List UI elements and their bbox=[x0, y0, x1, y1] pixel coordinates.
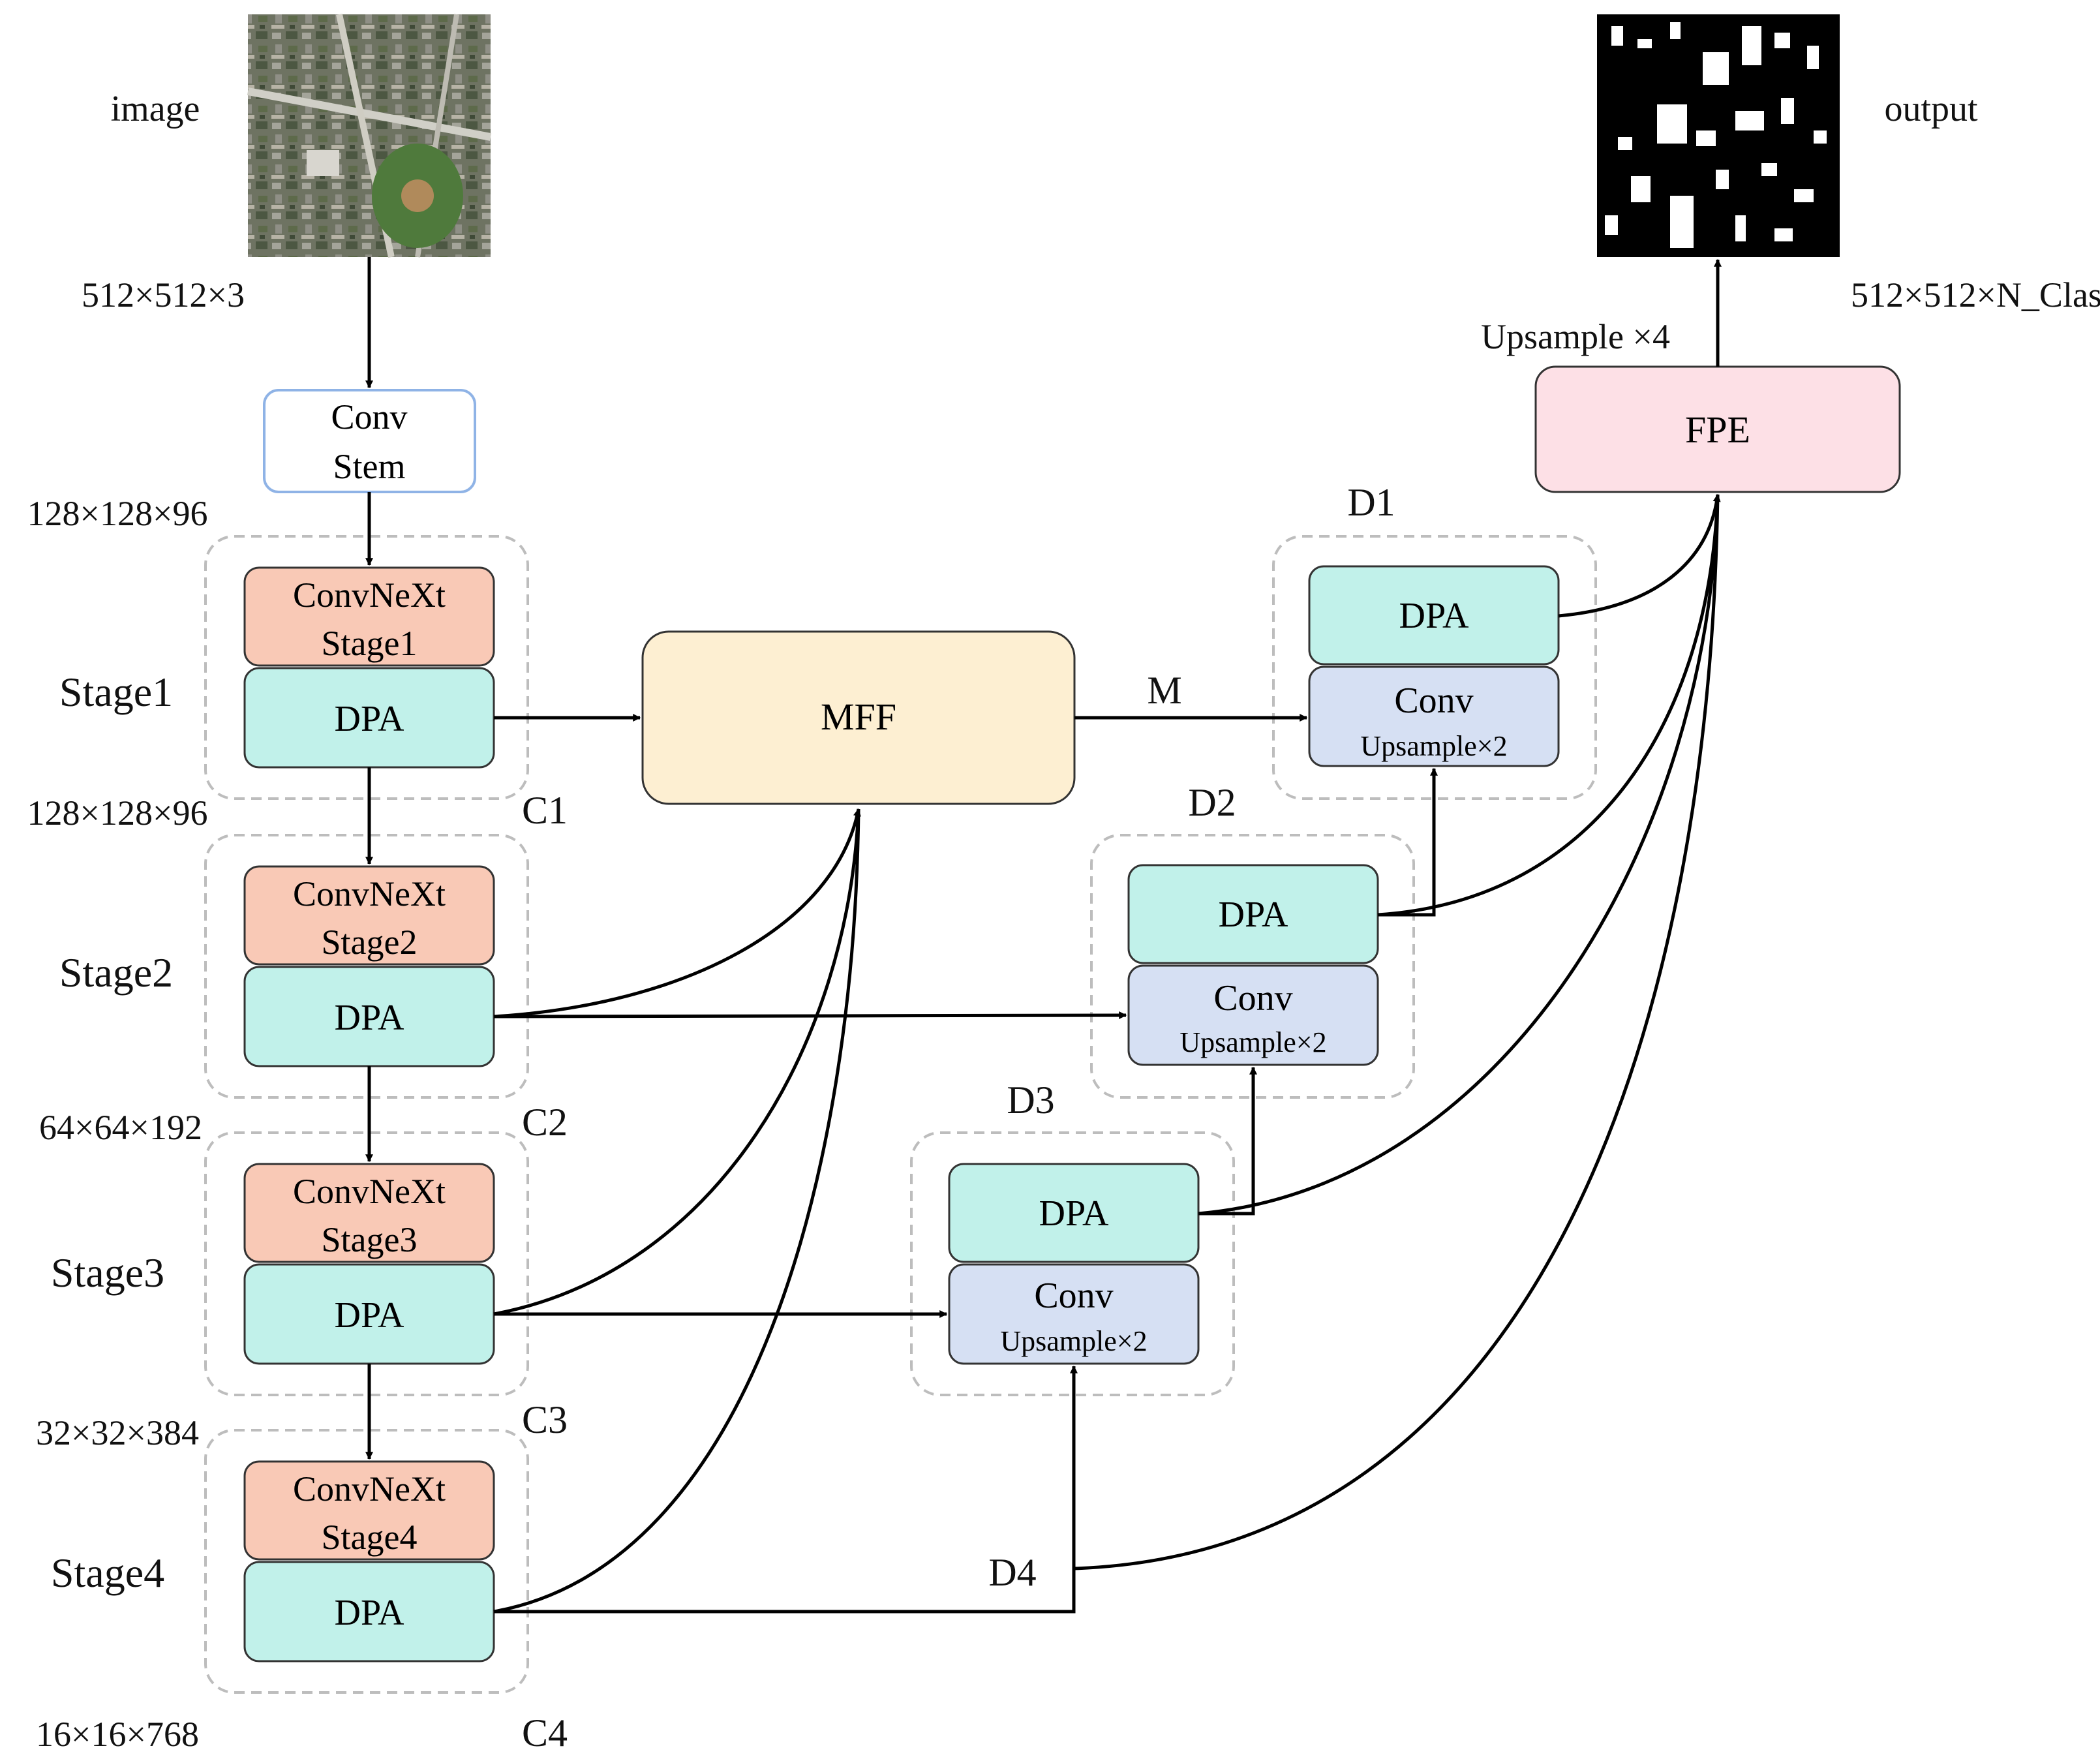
stage1-name: Stage1 bbox=[59, 669, 173, 715]
conv-stem-block: Conv Stem bbox=[263, 389, 476, 493]
connectors bbox=[365, 257, 1722, 1614]
fpe-label: FPE bbox=[1685, 408, 1750, 451]
arrow-c4-to-d3 bbox=[494, 1365, 1078, 1614]
c2-label: C2 bbox=[522, 1101, 568, 1144]
d3-label: D3 bbox=[1007, 1079, 1054, 1122]
d1-upsample-label: Upsample×2 bbox=[1360, 730, 1507, 762]
d1-dpa-label: DPA bbox=[1399, 596, 1469, 636]
convnext-stage1-line1: ConvNeXt bbox=[293, 575, 446, 615]
d3-group bbox=[910, 1131, 1235, 1396]
stage3-group bbox=[204, 1131, 529, 1396]
stage1-dim-label: 128×128×96 bbox=[27, 793, 208, 833]
convnext-stage2-line1: ConvNeXt bbox=[293, 874, 446, 913]
dpa-stage1-label: DPA bbox=[335, 699, 404, 739]
mff-label: MFF bbox=[821, 696, 896, 738]
convnext-stage3-line1: ConvNeXt bbox=[293, 1172, 446, 1211]
d2-label: D2 bbox=[1188, 781, 1236, 824]
curve-c3-to-mff bbox=[493, 808, 860, 1316]
convnext-stage4-line1: ConvNeXt bbox=[293, 1469, 446, 1508]
dpa-stage3-label: DPA bbox=[335, 1295, 404, 1336]
convnext-stage4-line2: Stage4 bbox=[322, 1518, 418, 1557]
stage2-name: Stage2 bbox=[59, 949, 173, 996]
convnext-stage3-block bbox=[243, 1163, 495, 1263]
convnext-stage4-block bbox=[243, 1460, 495, 1561]
d3-conv-label: Conv bbox=[1034, 1276, 1113, 1316]
arrow-d2-to-d1 bbox=[1378, 767, 1438, 917]
curve-d4-to-fpe bbox=[1073, 494, 1720, 1570]
d2-group bbox=[1090, 834, 1415, 1099]
stage3-dim-label: 32×32×384 bbox=[36, 1413, 199, 1452]
stage2-group bbox=[204, 834, 529, 1099]
output-label: output bbox=[1884, 89, 1978, 129]
curve-d3-to-fpe bbox=[1198, 494, 1720, 1216]
output-dim-label: 512×512×N_Class bbox=[1851, 275, 2100, 314]
conv-stem-line1: Conv bbox=[331, 397, 407, 436]
input-image bbox=[247, 13, 492, 258]
input-dim-label: 512×512×3 bbox=[82, 275, 245, 314]
convnext-stage1-line2: Stage1 bbox=[322, 624, 418, 663]
c3-label: C3 bbox=[522, 1398, 568, 1441]
m-label: M bbox=[1147, 669, 1181, 712]
input-label: image bbox=[111, 89, 200, 129]
d1-group bbox=[1272, 535, 1597, 800]
c1-label: C1 bbox=[522, 789, 568, 832]
c4-label: C4 bbox=[522, 1711, 568, 1754]
convnext-stage1-block bbox=[243, 566, 495, 667]
convnext-stage2-line2: Stage2 bbox=[322, 923, 418, 962]
curve-c2-to-mff bbox=[493, 808, 861, 1018]
stage4-group bbox=[204, 1429, 529, 1694]
output-mask bbox=[1597, 14, 1840, 257]
d2-upsample-label: Upsample×2 bbox=[1179, 1026, 1326, 1058]
conv-stem-line2: Stem bbox=[333, 447, 405, 486]
d1-conv-label: Conv bbox=[1394, 681, 1473, 721]
stage3-name: Stage3 bbox=[51, 1249, 164, 1296]
d3-conv-block bbox=[948, 1263, 1200, 1365]
arrow-c2-to-d2 bbox=[493, 1011, 1127, 1020]
fpe-upsample-label: Upsample ×4 bbox=[1481, 317, 1670, 356]
d3-upsample-label: Upsample×2 bbox=[1000, 1325, 1147, 1357]
stage4-name: Stage4 bbox=[51, 1550, 164, 1596]
stage1-group bbox=[204, 535, 529, 800]
stem-dim-label: 128×128×96 bbox=[27, 494, 208, 533]
convnext-stage2-block bbox=[243, 865, 495, 966]
curve-d2-to-fpe bbox=[1377, 494, 1720, 917]
stage4-dim-label: 16×16×768 bbox=[36, 1715, 199, 1754]
curve-d1-to-fpe bbox=[1558, 493, 1721, 618]
stage2-dim-label: 64×64×192 bbox=[39, 1108, 202, 1147]
d1-label: D1 bbox=[1347, 481, 1395, 524]
d3-dpa-label: DPA bbox=[1039, 1193, 1109, 1234]
d2-conv-block bbox=[1127, 964, 1379, 1066]
arrow-d3-to-d2 bbox=[1198, 1066, 1257, 1216]
dpa-stage4-label: DPA bbox=[335, 1593, 404, 1633]
dpa-stage2-label: DPA bbox=[335, 998, 404, 1038]
d1-conv-block bbox=[1308, 666, 1560, 767]
d2-conv-label: Conv bbox=[1213, 978, 1292, 1018]
d4-label: D4 bbox=[988, 1551, 1036, 1594]
curve-c4-to-mff bbox=[493, 808, 860, 1614]
convnext-stage3-line2: Stage3 bbox=[322, 1220, 418, 1259]
d2-dpa-label: DPA bbox=[1219, 895, 1288, 935]
